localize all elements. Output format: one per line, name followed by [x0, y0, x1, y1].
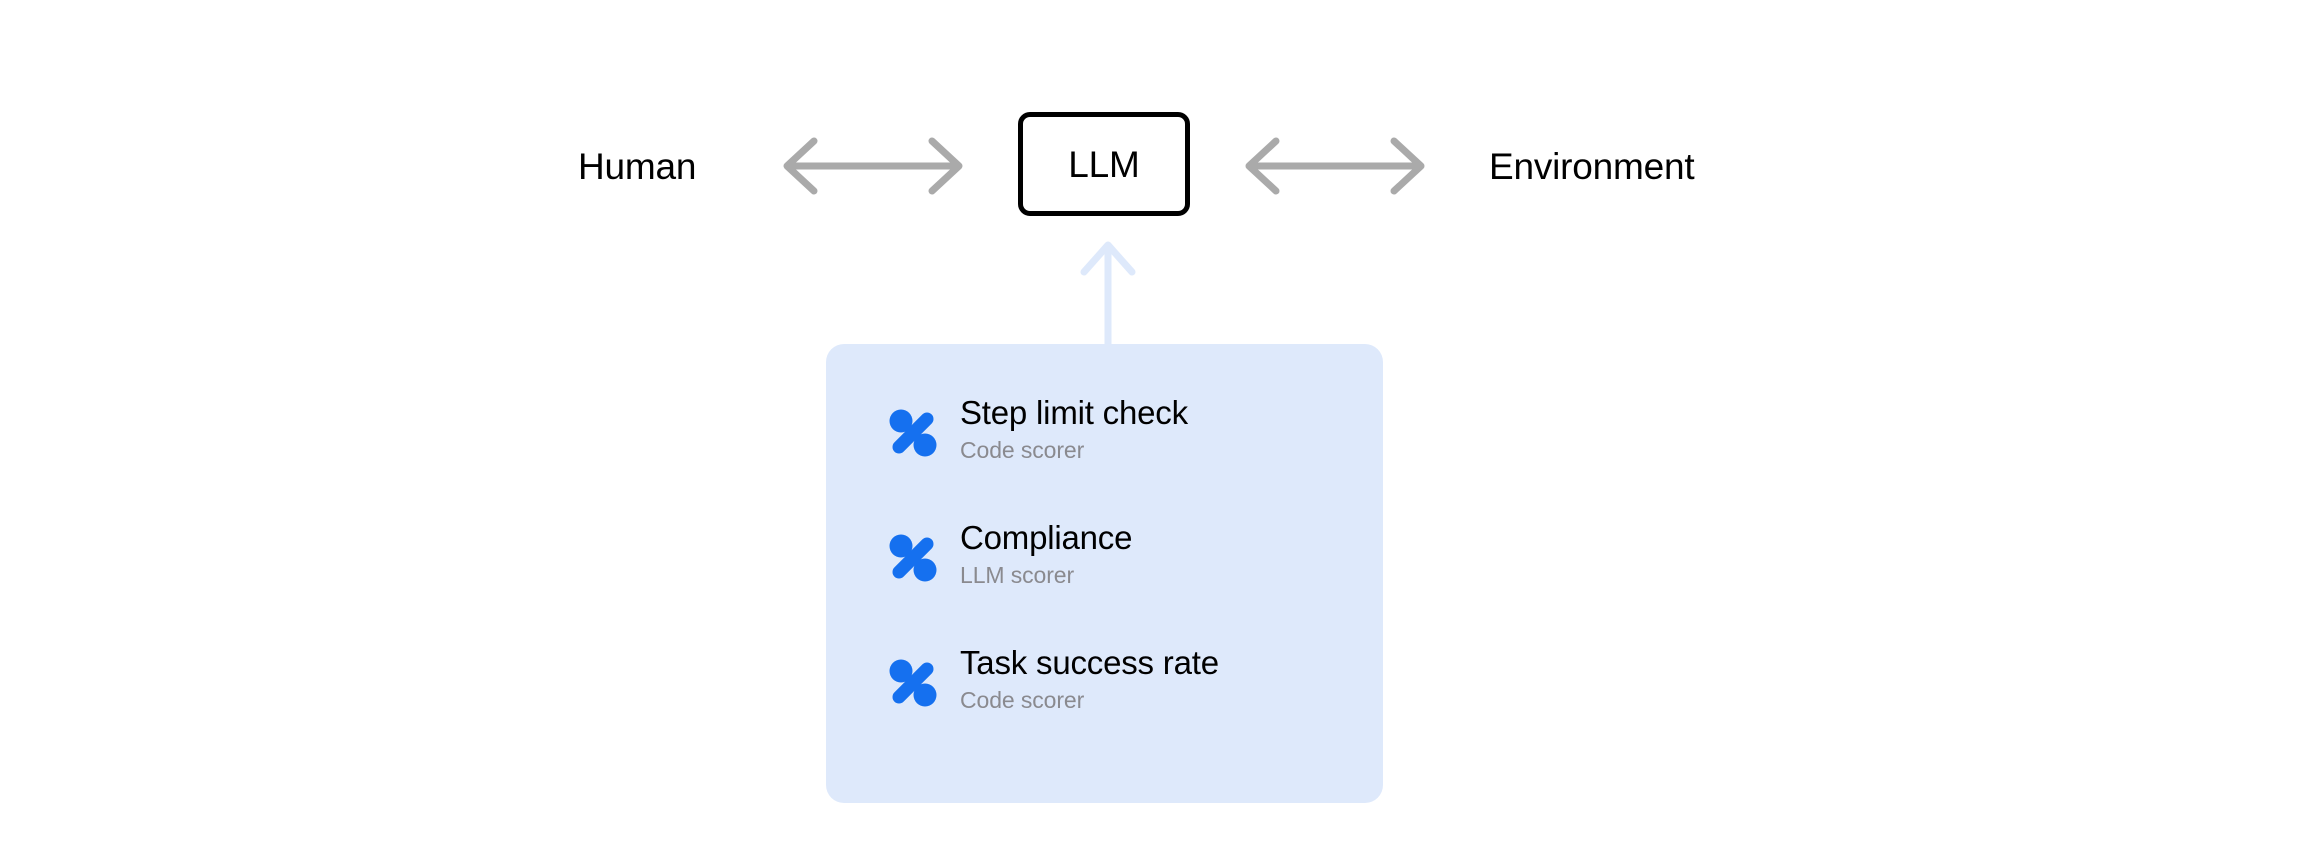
- scorer-title: Step limit check: [960, 394, 1188, 431]
- scorer-list-item[interactable]: Task success rate Code scorer: [826, 644, 1383, 775]
- percent-icon: [888, 533, 938, 583]
- node-label-human: Human: [578, 146, 697, 187]
- scorer-panel: Step limit check Code scorer Compliance …: [826, 344, 1383, 803]
- scorer-list-item[interactable]: Compliance LLM scorer: [826, 519, 1383, 650]
- scorer-subtitle: Code scorer: [960, 437, 1085, 463]
- scorer-title: Compliance: [960, 519, 1133, 556]
- node-label-llm: LLM: [1068, 143, 1140, 185]
- scorer-title: Task success rate: [960, 644, 1219, 681]
- scorer-list-item[interactable]: Step limit check Code scorer: [826, 394, 1383, 525]
- double-headed-horizontal-arrow-icon-human-llm: [778, 136, 968, 196]
- percent-icon: [888, 408, 938, 458]
- percent-icon: [888, 658, 938, 708]
- double-headed-horizontal-arrow-icon-llm-environment: [1240, 136, 1430, 196]
- scorer-subtitle: LLM scorer: [960, 562, 1075, 588]
- node-label-environment: Environment: [1489, 146, 1695, 187]
- scorer-subtitle: Code scorer: [960, 687, 1085, 713]
- up-arrow-icon-scorers-to-llm: [1078, 238, 1138, 360]
- llm-node-box: LLM: [1018, 112, 1190, 216]
